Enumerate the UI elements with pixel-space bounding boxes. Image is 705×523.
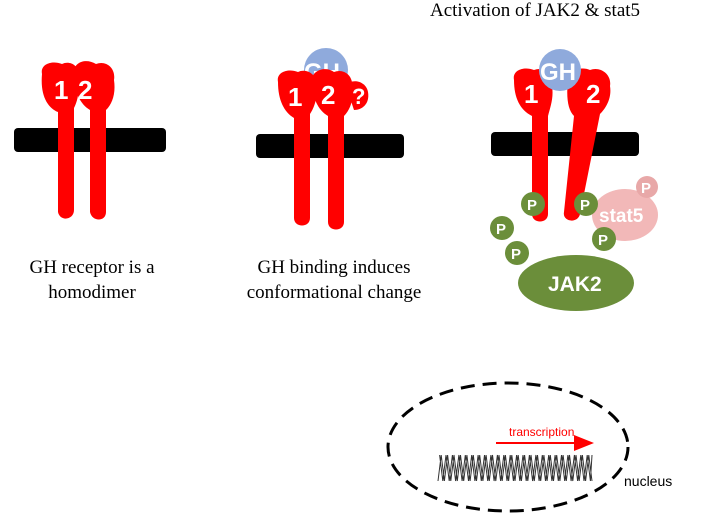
panel-3-jak2-label: JAK2 [548, 273, 602, 296]
panel-3-membrane [491, 132, 639, 156]
panel-2-receptor-label-2: 2 [321, 80, 335, 110]
panel-1-caption: GH receptor is a homodimer [2, 255, 182, 305]
panel-2-caption: GH binding induces conformational change [224, 255, 444, 305]
panel-3-phosphate-3-label: P [496, 221, 506, 238]
panel-3-receptor-label-1: 1 [524, 79, 538, 109]
panel-3-stat5-label: stat5 [599, 206, 644, 227]
nucleus-label: nucleus [624, 473, 672, 489]
panel-1-receptor-diagram: 1 2 [14, 61, 166, 220]
panel-1-receptor-label-1: 1 [54, 75, 68, 105]
panel-2-receptor-subunit-1 [277, 70, 317, 226]
transcription-label: transcription [509, 425, 574, 439]
panel-1-caption-line-2: homodimer [48, 282, 136, 303]
panel-2-receptor-diagram: GH 1 2 ? [256, 48, 404, 230]
panel-2-receptor-subunit-2 [312, 69, 353, 230]
panel-3-jak2 [518, 255, 634, 311]
panel-3-phosphate-5 [592, 227, 616, 251]
dna-coil [437, 454, 593, 482]
panel-3-gh-label: GH [540, 59, 576, 86]
panel-3-phosphate-4-label: P [511, 246, 521, 263]
panel-3-phosphate-4 [505, 241, 529, 265]
panel-3-stat5-phosphate-label: P [641, 180, 651, 197]
panel-3-phosphate-2 [574, 192, 598, 216]
panel-2-caption-line-2: conformational change [246, 282, 422, 303]
panel-3-phosphate-1 [521, 192, 545, 216]
panel-1-receptor-label-2: 2 [78, 75, 92, 105]
panel-3-phosphate-5-label: P [598, 232, 608, 249]
panel-2-receptor-label-1: 1 [288, 82, 302, 112]
panel-3-receptor-label-2: 2 [586, 79, 600, 109]
nucleus-diagram: transcription nucleus [386, 381, 672, 513]
diagram-title: Activation of JAK2 & stat5 [430, 0, 641, 21]
panel-3-phosphate-1-label: P [527, 197, 537, 214]
panel-3-stat5-phosphate [636, 176, 658, 198]
panel-1-receptor-subunit-2 [74, 61, 115, 220]
panel-3-gh-ligand [539, 49, 581, 91]
panel-3-phosphate-2-label: P [580, 197, 590, 214]
panel-3-receptor-subunit-1 [513, 68, 553, 222]
panel-2-receptor-label-3: ? [352, 84, 365, 109]
panel-2-caption-line-1: GH binding induces [257, 257, 411, 278]
panel-3-receptor-subunit-2 [563, 68, 611, 221]
panel-3-receptor-diagram: 1 2 GH stat5 P P P P P P JAK2 [490, 49, 658, 311]
panel-1-caption-line-1: GH receptor is a [29, 257, 155, 278]
panel-2-receptor-overlap [346, 81, 369, 110]
panel-1-receptor-subunit-1 [41, 62, 79, 219]
nucleus-envelope [386, 381, 630, 513]
panel-3-phosphate-3 [490, 216, 514, 240]
